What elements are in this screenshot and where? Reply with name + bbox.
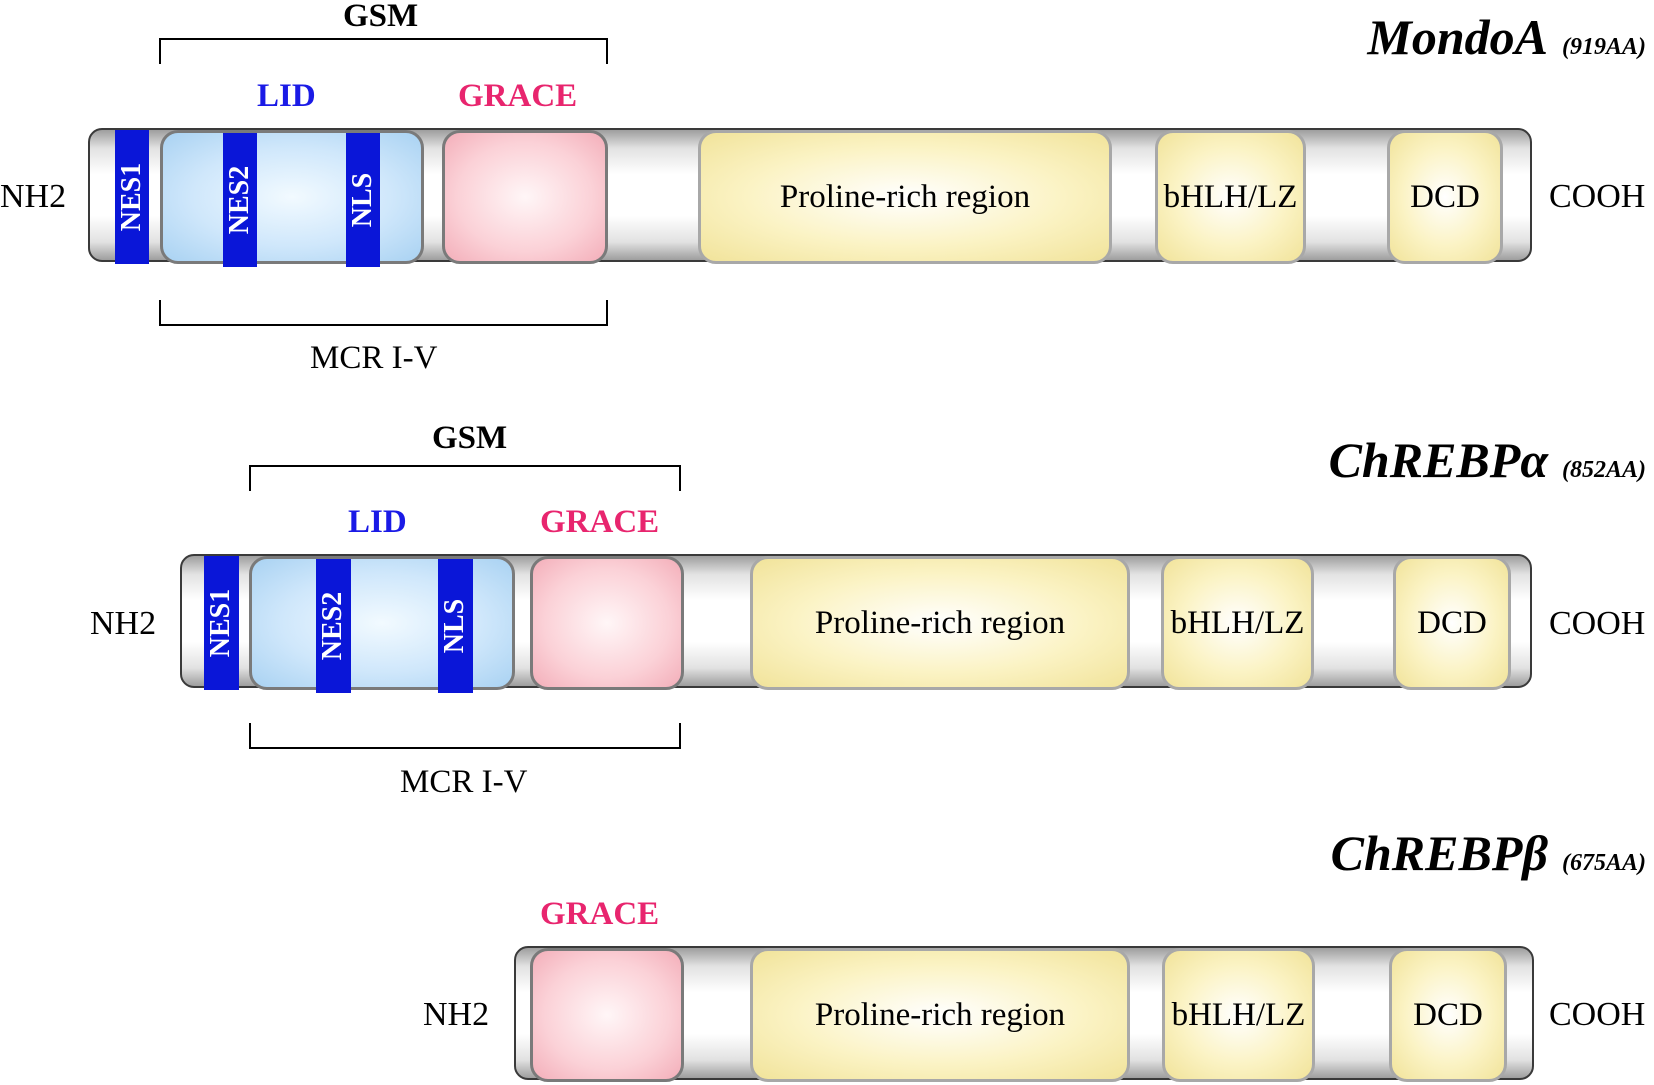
proline-rich-label: Proline-rich region bbox=[814, 604, 1066, 641]
grace-label: GRACE bbox=[540, 504, 660, 540]
grace-label: GRACE bbox=[458, 78, 578, 114]
proline-rich-label: Proline-rich region bbox=[779, 178, 1031, 215]
nes1-motif: NES1 bbox=[115, 130, 149, 264]
lid-domain: NES2 NLS bbox=[160, 130, 424, 267]
protein-bar: NES1 NES2 NLS Proline-rich region bHLH/L… bbox=[88, 128, 1532, 267]
bhlh-lz-label: bHLH/LZ bbox=[1171, 996, 1306, 1033]
bhlh-lz-domain: bHLH/LZ bbox=[1161, 556, 1314, 690]
n-terminus-label: NH2 bbox=[423, 996, 490, 1033]
lid-label: LID bbox=[348, 504, 407, 540]
mcr-label: MCR I-V bbox=[310, 340, 438, 376]
nes1-label: NES1 bbox=[116, 162, 147, 232]
nls-label: NLS bbox=[439, 598, 471, 654]
gsm-label: GSM bbox=[432, 420, 508, 456]
dcd-domain: DCD bbox=[1389, 948, 1507, 1082]
bhlh-lz-domain: bHLH/LZ bbox=[1162, 948, 1315, 1082]
c-terminus-label: COOH bbox=[1549, 178, 1646, 215]
grace-domain bbox=[530, 556, 684, 690]
protein-length: (675AA) bbox=[1562, 850, 1646, 876]
nes2-label: NES2 bbox=[317, 591, 349, 661]
dcd-label: DCD bbox=[1417, 604, 1487, 641]
protein-length: (852AA) bbox=[1562, 457, 1646, 483]
protein-length: (919AA) bbox=[1562, 34, 1646, 60]
nes2-motif: NES2 bbox=[316, 559, 351, 693]
protein-name: MondoA bbox=[1367, 9, 1548, 65]
grace-label: GRACE bbox=[540, 896, 660, 932]
c-terminus-label: COOH bbox=[1549, 605, 1646, 642]
nes2-label: NES2 bbox=[224, 165, 255, 235]
protein-bar: Proline-rich region bHLH/LZ DCD bbox=[514, 946, 1534, 1082]
nls-motif: NLS bbox=[346, 133, 380, 267]
grace-domain bbox=[530, 948, 684, 1082]
protein-name: ChREBPβ bbox=[1330, 825, 1548, 881]
mcr-bracket bbox=[159, 300, 608, 326]
protein-title: MondoA (919AA) bbox=[1367, 12, 1646, 62]
nes1-label: NES1 bbox=[205, 588, 237, 658]
proline-rich-domain: Proline-rich region bbox=[750, 948, 1130, 1082]
proline-rich-domain: Proline-rich region bbox=[698, 130, 1112, 264]
n-terminus-label: NH2 bbox=[90, 605, 157, 642]
dcd-domain: DCD bbox=[1393, 556, 1511, 690]
proline-rich-label: Proline-rich region bbox=[814, 996, 1066, 1033]
protein-title: ChREBPβ (675AA) bbox=[1331, 828, 1646, 878]
gsm-bracket bbox=[159, 38, 608, 64]
dcd-label: DCD bbox=[1413, 996, 1483, 1033]
nls-label: NLS bbox=[347, 172, 378, 228]
bhlh-lz-label: bHLH/LZ bbox=[1170, 604, 1305, 641]
mcr-label: MCR I-V bbox=[400, 764, 528, 800]
n-terminus-label: NH2 bbox=[0, 178, 67, 215]
mcr-bracket bbox=[249, 723, 681, 749]
gsm-bracket bbox=[249, 465, 681, 491]
dcd-label: DCD bbox=[1410, 178, 1480, 215]
grace-domain bbox=[442, 130, 608, 264]
nes2-motif: NES2 bbox=[223, 133, 257, 267]
nes1-motif: NES1 bbox=[204, 556, 239, 690]
proline-rich-domain: Proline-rich region bbox=[750, 556, 1130, 690]
bhlh-lz-label: bHLH/LZ bbox=[1163, 178, 1298, 215]
dcd-domain: DCD bbox=[1387, 130, 1503, 264]
lid-label: LID bbox=[257, 78, 316, 114]
protein-bar: NES1 NES2 NLS Proline-rich region bHLH/L… bbox=[180, 554, 1532, 693]
lid-domain: NES2 NLS bbox=[249, 556, 515, 693]
protein-name: ChREBPα bbox=[1328, 432, 1548, 488]
protein-title: ChREBPα (852AA) bbox=[1329, 435, 1646, 485]
bhlh-lz-domain: bHLH/LZ bbox=[1155, 130, 1306, 264]
nls-motif: NLS bbox=[438, 559, 473, 693]
gsm-label: GSM bbox=[343, 0, 419, 34]
c-terminus-label: COOH bbox=[1549, 996, 1646, 1033]
